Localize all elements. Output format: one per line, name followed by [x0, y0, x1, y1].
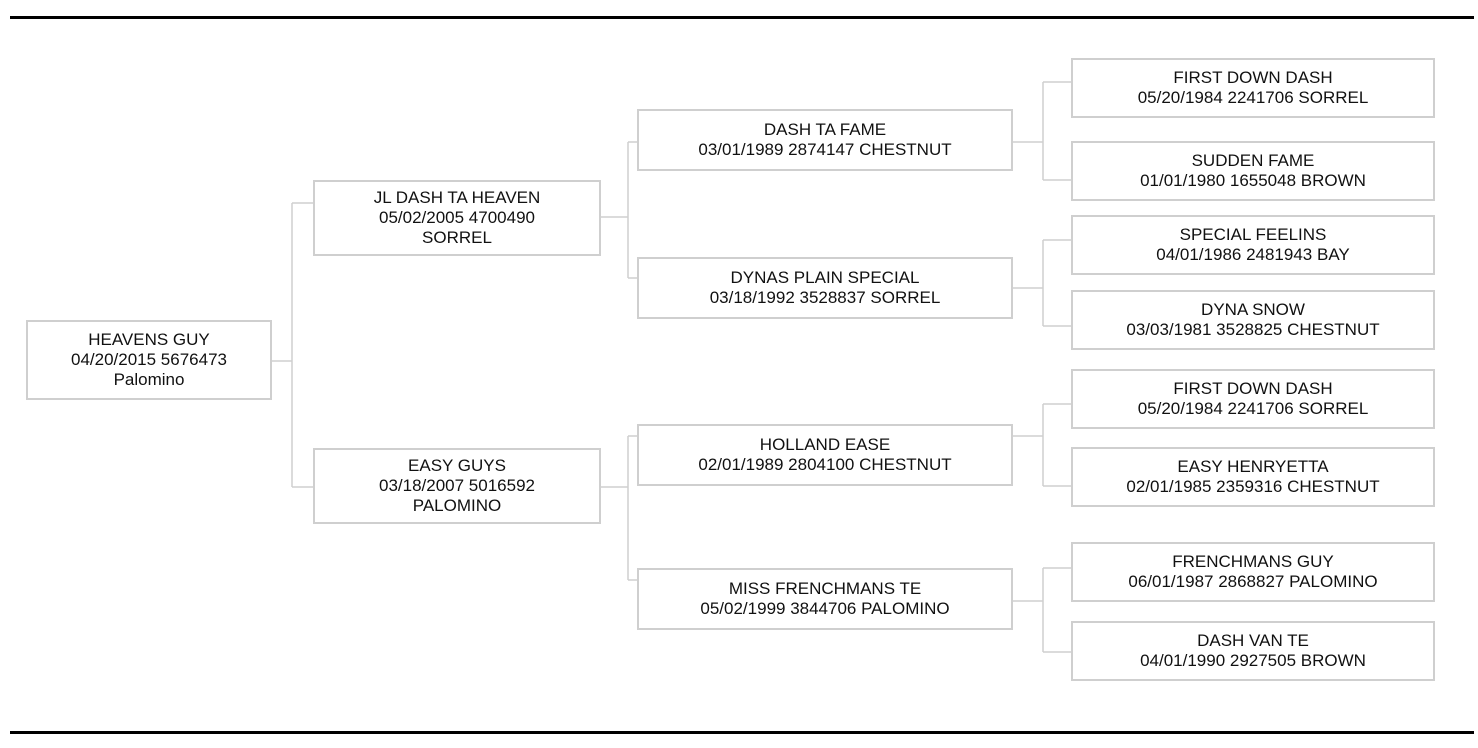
- horse-name: FIRST DOWN DASH: [1173, 379, 1333, 398]
- horse-details: 03/03/1981 3528825 CHESTNUT: [1126, 320, 1380, 339]
- horse-box-gen3-2[interactable]: SUDDEN FAME 01/01/1980 1655048 BROWN: [1071, 141, 1435, 201]
- horse-name: DYNAS PLAIN SPECIAL: [730, 268, 920, 287]
- horse-details: 04/01/1990 2927505 BROWN: [1140, 651, 1366, 670]
- horse-name: HEAVENS GUY: [88, 330, 210, 349]
- horse-name: JL DASH TA HEAVEN: [373, 188, 541, 207]
- horse-box-gen3-8[interactable]: DASH VAN TE 04/01/1990 2927505 BROWN: [1071, 621, 1435, 681]
- top-rule: [10, 16, 1474, 19]
- horse-details: 02/01/1989 2804100 CHESTNUT: [698, 455, 952, 474]
- horse-box-sire[interactable]: JL DASH TA HEAVEN 05/02/2005 4700490 SOR…: [313, 180, 601, 256]
- horse-box-dam[interactable]: EASY GUYS 03/18/2007 5016592 PALOMINO: [313, 448, 601, 524]
- horse-details: 06/01/1987 2868827 PALOMINO: [1128, 572, 1378, 591]
- horse-name: DYNA SNOW: [1201, 300, 1305, 319]
- horse-details: 01/01/1980 1655048 BROWN: [1140, 171, 1366, 190]
- horse-name: EASY HENRYETTA: [1177, 457, 1329, 476]
- horse-box-gen3-7[interactable]: FRENCHMANS GUY 06/01/1987 2868827 PALOMI…: [1071, 542, 1435, 602]
- horse-details: 03/01/1989 2874147 CHESTNUT: [698, 140, 952, 159]
- horse-details: 05/20/1984 2241706 SORREL: [1137, 88, 1369, 107]
- bottom-rule: [10, 731, 1474, 734]
- horse-details: 03/18/2007 5016592 PALOMINO: [379, 476, 535, 515]
- horse-box-sire-dam[interactable]: DYNAS PLAIN SPECIAL 03/18/1992 3528837 S…: [637, 257, 1013, 319]
- horse-box-gen3-3[interactable]: SPECIAL FEELINS 04/01/1986 2481943 BAY: [1071, 215, 1435, 275]
- horse-details: 02/01/1985 2359316 CHESTNUT: [1126, 477, 1380, 496]
- horse-name: DASH VAN TE: [1197, 631, 1309, 650]
- horse-box-gen3-1[interactable]: FIRST DOWN DASH 05/20/1984 2241706 SORRE…: [1071, 58, 1435, 118]
- horse-name: HOLLAND EASE: [759, 435, 891, 454]
- horse-box-gen3-5[interactable]: FIRST DOWN DASH 05/20/1984 2241706 SORRE…: [1071, 369, 1435, 429]
- horse-box-dam-dam[interactable]: MISS FRENCHMANS TE 05/02/1999 3844706 PA…: [637, 568, 1013, 630]
- horse-name: FRENCHMANS GUY: [1172, 552, 1334, 571]
- horse-box-sire-sire[interactable]: DASH TA FAME 03/01/1989 2874147 CHESTNUT: [637, 109, 1013, 171]
- horse-box-dam-sire[interactable]: HOLLAND EASE 02/01/1989 2804100 CHESTNUT: [637, 424, 1013, 486]
- horse-box-gen3-6[interactable]: EASY HENRYETTA 02/01/1985 2359316 CHESTN…: [1071, 447, 1435, 507]
- horse-details: 03/18/1992 3528837 SORREL: [709, 288, 941, 307]
- horse-name: MISS FRENCHMANS TE: [728, 579, 922, 598]
- horse-name: SUDDEN FAME: [1191, 151, 1315, 170]
- horse-name: EASY GUYS: [408, 456, 506, 475]
- horse-name: DASH TA FAME: [763, 120, 887, 139]
- horse-details: 04/01/1986 2481943 BAY: [1156, 245, 1350, 264]
- horse-box-subject[interactable]: HEAVENS GUY 04/20/2015 5676473 Palomino: [26, 320, 272, 400]
- horse-details: 05/02/1999 3844706 PALOMINO: [700, 599, 950, 618]
- horse-details: 05/20/1984 2241706 SORREL: [1137, 399, 1369, 418]
- horse-details: 05/02/2005 4700490 SORREL: [379, 208, 535, 247]
- horse-details: 04/20/2015 5676473 Palomino: [71, 350, 227, 389]
- horse-box-gen3-4[interactable]: DYNA SNOW 03/03/1981 3528825 CHESTNUT: [1071, 290, 1435, 350]
- horse-name: SPECIAL FEELINS: [1179, 225, 1327, 244]
- horse-name: FIRST DOWN DASH: [1173, 68, 1333, 87]
